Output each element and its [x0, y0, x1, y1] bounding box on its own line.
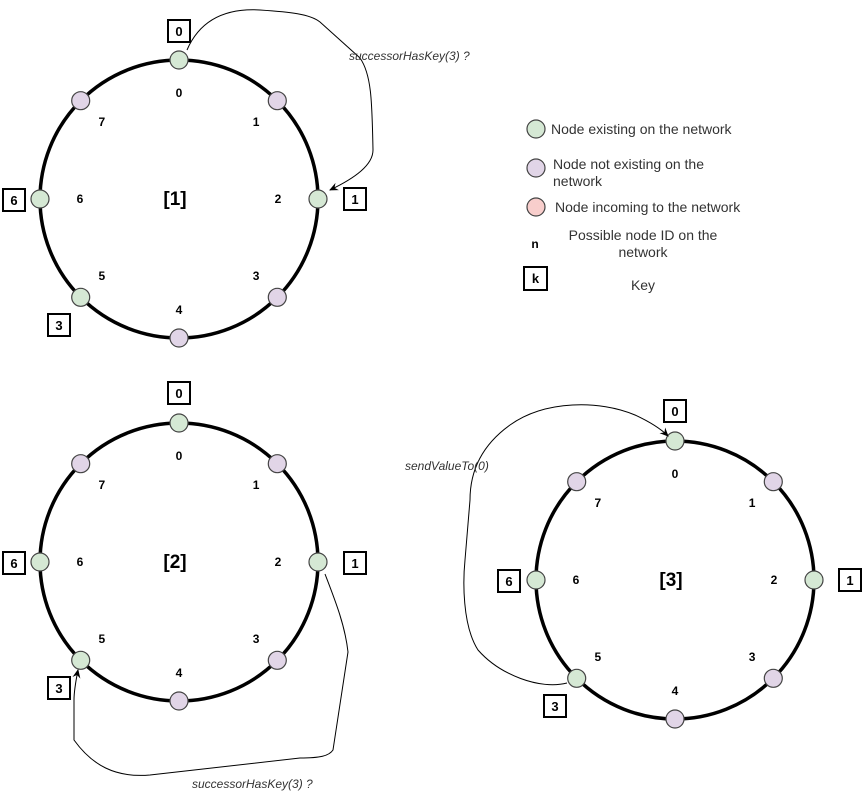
legend-incoming-label: Node incoming to the network — [555, 199, 741, 215]
node-id-label-4: 4 — [176, 666, 183, 680]
ring-node-7 — [567, 472, 587, 492]
node-id-label-5: 5 — [99, 632, 106, 646]
node-id-label-3: 3 — [253, 632, 260, 646]
ring-node-3 — [267, 287, 287, 307]
node-id-label-1: 1 — [253, 115, 260, 129]
key-label-0: 0 — [175, 386, 182, 401]
arrow-successor-has-key-2 — [72, 573, 349, 776]
key-label-3: 3 — [55, 318, 62, 333]
ring-node-2 — [804, 570, 824, 590]
legend-incoming-node-swatch — [526, 197, 546, 217]
legend-node-id-label-line-2: network — [618, 244, 668, 260]
legend-node-id-label-line-1: Possible node ID on the — [569, 227, 718, 243]
key-label-0: 0 — [671, 404, 678, 419]
key-box-0 — [663, 399, 687, 423]
arrow-successor-has-key-1 — [186, 9, 374, 191]
node-id-label-0: 0 — [176, 449, 183, 463]
ring-node-7 — [71, 91, 91, 111]
annotation-successor-has-key-1: successorHasKey(3) ? — [349, 49, 470, 63]
key-box-6 — [2, 551, 26, 575]
ring-node-4 — [169, 328, 189, 348]
key-label-6: 6 — [505, 574, 512, 589]
key-label-1: 1 — [846, 573, 853, 588]
diagram-title: [1] — [163, 189, 186, 210]
ring-node-2 — [308, 552, 328, 572]
ring-node-0 — [169, 413, 189, 433]
ring-node-0 — [169, 50, 189, 70]
node-id-label-7: 7 — [99, 115, 106, 129]
ring-node-3 — [763, 668, 783, 688]
ring-node-7 — [71, 454, 91, 474]
key-box-1 — [343, 551, 367, 575]
legend-existing-label: Node existing on the network — [551, 121, 733, 137]
node-id-label-7: 7 — [99, 478, 106, 492]
ring-node-6 — [30, 552, 50, 572]
node-id-label-5: 5 — [99, 269, 106, 283]
legend-node-id-symbol: n — [531, 237, 538, 251]
key-box-3 — [543, 694, 567, 718]
diagram-title: [3] — [659, 570, 682, 591]
node-id-label-0: 0 — [176, 86, 183, 100]
key-box-6 — [2, 188, 26, 212]
annotation-send-value-to: sendValueTo(0) — [405, 459, 489, 473]
legend-not-existing-label-line-2: network — [553, 173, 603, 189]
key-box-3 — [47, 676, 71, 700]
legend-not-existing-node-swatch — [526, 158, 546, 178]
arrow-send-value-to — [463, 404, 669, 686]
node-id-label-4: 4 — [672, 684, 679, 698]
legend-not-existing-label-line-1: Node not existing on the — [553, 156, 704, 172]
ring-node-5 — [71, 650, 91, 670]
key-box-3 — [47, 313, 71, 337]
key-box-0 — [167, 19, 191, 43]
ring-node-4 — [665, 709, 685, 729]
key-label-3: 3 — [55, 681, 62, 696]
node-id-label-3: 3 — [749, 650, 756, 664]
key-label-1: 1 — [351, 556, 358, 571]
annotation-successor-has-key-2: successorHasKey(3) ? — [192, 777, 313, 791]
node-id-label-1: 1 — [253, 478, 260, 492]
legend-key-label: Key — [631, 277, 655, 293]
ring-node-1 — [763, 472, 783, 492]
legend-key-symbol: k — [532, 271, 540, 286]
key-label-0: 0 — [175, 24, 182, 39]
node-id-label-2: 2 — [275, 192, 282, 206]
node-id-label-2: 2 — [275, 555, 282, 569]
node-id-label-6: 6 — [77, 555, 84, 569]
key-label-1: 1 — [351, 192, 358, 207]
node-id-label-6: 6 — [573, 573, 580, 587]
legend-existing-node-swatch — [526, 119, 546, 139]
node-id-label-4: 4 — [176, 303, 183, 317]
key-box-1 — [838, 568, 862, 592]
ring-node-1 — [267, 454, 287, 474]
diagram-title: [2] — [163, 552, 186, 573]
node-id-label-0: 0 — [672, 467, 679, 481]
ring-node-1 — [267, 91, 287, 111]
node-id-label-6: 6 — [77, 192, 84, 206]
ring-node-3 — [267, 650, 287, 670]
node-id-label-3: 3 — [253, 269, 260, 283]
ring-node-0 — [665, 431, 685, 451]
node-id-label-7: 7 — [595, 496, 602, 510]
ring-diagram-1: [1] 0 1 2 3 4 5 6 7 0 1 3 6 — [2, 19, 367, 348]
key-label-6: 6 — [10, 193, 17, 208]
ring-node-4 — [169, 691, 189, 711]
key-box-1 — [343, 187, 367, 211]
ring-diagram-2: [2] 0 1 2 3 4 5 6 7 0 1 3 6 — [2, 381, 367, 711]
key-box-0 — [167, 381, 191, 405]
ring-node-6 — [30, 189, 50, 209]
legend: Node existing on the network Node not ex… — [523, 119, 741, 293]
ring-node-5 — [71, 287, 91, 307]
node-id-label-5: 5 — [595, 650, 602, 664]
node-id-label-2: 2 — [771, 573, 778, 587]
key-label-6: 6 — [10, 556, 17, 571]
ring-node-2 — [308, 189, 328, 209]
node-id-label-1: 1 — [749, 496, 756, 510]
ring-node-6 — [526, 570, 546, 590]
key-box-6 — [497, 569, 521, 593]
legend-key-box — [523, 266, 548, 291]
ring-diagram-3: [3] 0 1 2 3 4 5 6 7 0 1 3 6 — [497, 399, 862, 729]
ring-node-5 — [567, 668, 587, 688]
key-label-3: 3 — [551, 699, 558, 714]
